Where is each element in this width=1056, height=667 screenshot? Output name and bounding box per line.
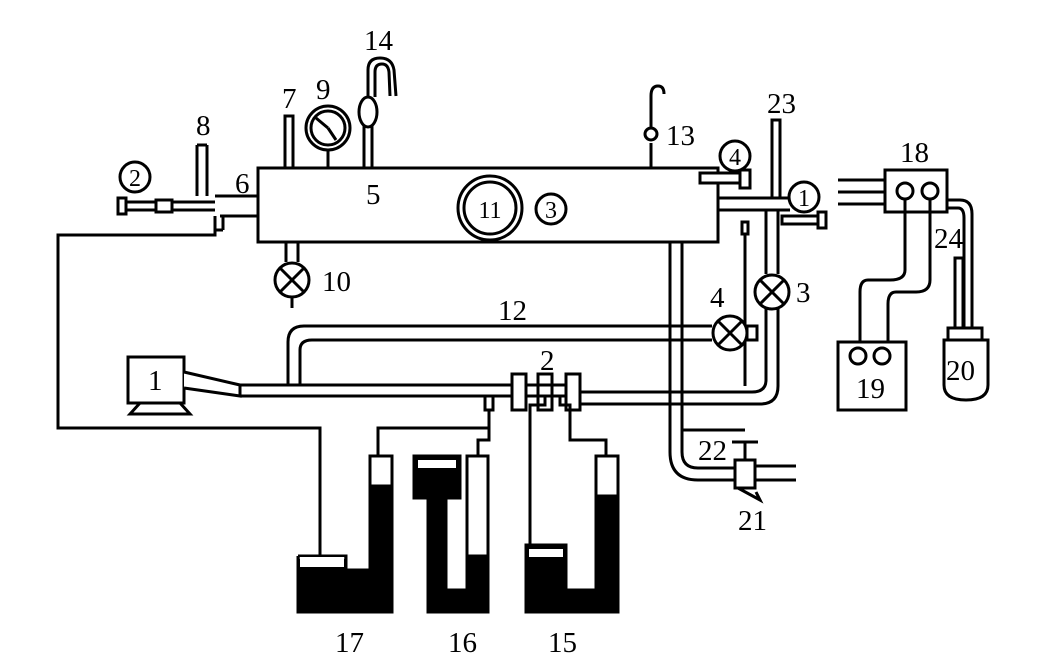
label-8: 8 bbox=[196, 110, 211, 142]
label-22: 22 bbox=[698, 435, 727, 467]
main-chamber bbox=[256, 166, 720, 244]
label-13: 13 bbox=[666, 120, 695, 152]
label-12: 12 bbox=[498, 295, 527, 327]
manometer-15 bbox=[524, 454, 620, 614]
main-pipe bbox=[126, 355, 582, 416]
valve-3-pipe bbox=[580, 210, 791, 406]
label-9: 9 bbox=[316, 74, 331, 106]
right-fittings bbox=[698, 118, 828, 386]
label-19: 19 bbox=[856, 373, 885, 405]
label-4: 4 bbox=[710, 282, 725, 314]
label-24: 24 bbox=[934, 223, 964, 255]
label-21: 21 bbox=[738, 505, 767, 537]
lines-to-manometers bbox=[56, 230, 608, 556]
label-3: 3 bbox=[796, 277, 811, 309]
label-11: 11 bbox=[478, 198, 501, 224]
label-1: 1 bbox=[148, 365, 163, 397]
top-fittings bbox=[283, 56, 666, 170]
manometer-16 bbox=[412, 454, 490, 614]
label-23: 23 bbox=[767, 88, 796, 120]
circled-labels: 2 3 4 1 11 bbox=[118, 139, 821, 226]
numeric-labels: 1 2 3 4 5 6 7 8 9 10 12 13 14 15 16 17 1… bbox=[148, 25, 975, 659]
label-10: 10 bbox=[322, 266, 351, 298]
label-20: 20 bbox=[946, 355, 975, 387]
circled-label-2: 2 bbox=[129, 166, 141, 192]
label-2: 2 bbox=[540, 345, 555, 377]
label-16: 16 bbox=[448, 627, 477, 659]
label-6: 6 bbox=[235, 168, 250, 200]
instruments-right bbox=[836, 168, 990, 412]
label-14: 14 bbox=[364, 25, 394, 57]
drain-pipe bbox=[668, 242, 796, 504]
label-7: 7 bbox=[282, 83, 297, 115]
left-inlet-assembly bbox=[116, 143, 258, 232]
manometer-17 bbox=[296, 454, 394, 614]
valve-10 bbox=[273, 242, 311, 308]
circled-label-1: 1 bbox=[798, 186, 810, 212]
circled-label-3: 3 bbox=[545, 198, 557, 224]
label-17: 17 bbox=[335, 627, 364, 659]
label-5: 5 bbox=[366, 179, 381, 211]
label-18: 18 bbox=[900, 137, 929, 169]
circled-label-4: 4 bbox=[729, 145, 741, 171]
pipe-12-loop bbox=[286, 314, 759, 385]
label-15: 15 bbox=[548, 627, 577, 659]
